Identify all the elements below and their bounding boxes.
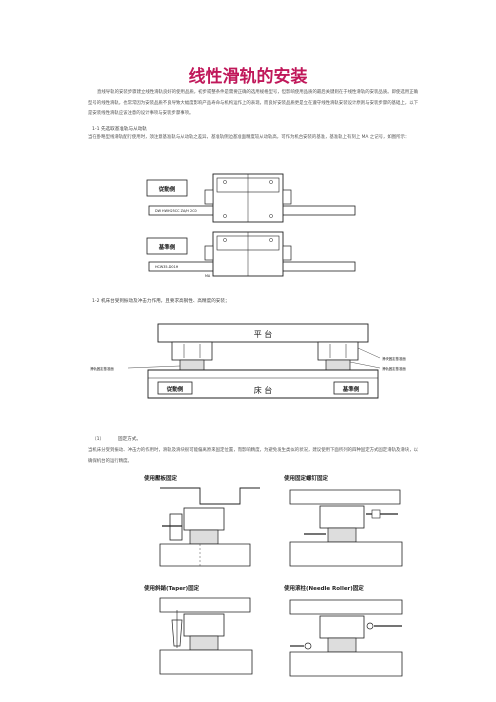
callout-block-base: 滑块固定基准面 — [382, 356, 406, 361]
driven-side-label-2: 従動側 — [166, 385, 184, 393]
callout-rail-base-left: 滑轨固定基准面 — [90, 366, 114, 371]
fixing-method-d-drawing — [289, 599, 403, 677]
section-3-heading: 固定方式。 — [118, 437, 141, 442]
bed-label: 床 台 — [254, 385, 273, 395]
section-3-number: （1） — [92, 437, 105, 442]
fixing-method-a-label: 使用壓板固定 — [143, 474, 178, 482]
section-1-text: 当在卧略型线滑轨配行使用时，须注意基准轨与从动轨之差异，基准轨侧边基准面精度较从… — [88, 135, 410, 140]
driven-label-box — [146, 179, 188, 197]
reference-side-label: 基準側 — [158, 243, 176, 251]
table-label: 平 台 — [254, 329, 273, 339]
fixing-method-a-drawing — [159, 487, 260, 567]
section-3-text: 当机床分受到振动、冲击力的作用时，滑轨及滑块很可能偏离原来固定位置，而影响精度，… — [88, 448, 418, 464]
page-title: 线性滑轨的安装 — [188, 67, 308, 87]
fixing-method-d-label: 使用滚柱(Needle Roller)固定 — [283, 584, 364, 592]
driven-rail-code: DW HWH25CC ZA/H 2C0 — [155, 209, 197, 213]
fixing-method-c-label: 使用斜銷(Taper)固定 — [143, 584, 200, 592]
section-2-heading: 1-2 机床台受到振动及冲击力作用，且要求高钢性、高精度的安装； — [92, 299, 230, 304]
callout-rail-base-right: 滑轨固定基准面 — [382, 366, 406, 371]
machine-table-figure: 平 台 床 台 従動側 基準側 滑轨固定基准面 滑轨固定基准面 滑块固定基准面 — [90, 323, 406, 399]
reference-side-label-2: 基準側 — [342, 385, 360, 393]
table-plate — [157, 323, 369, 343]
ma-mark: MA — [205, 274, 211, 278]
section-1-heading: 1-1 先选取基准轨与从动轨 — [92, 127, 147, 132]
bed-body — [147, 369, 379, 399]
intro-paragraph: 直线导轨的安装步骤建立线性滑轨良好的使用品质，初步或整条件是需要正确的选用规格型… — [88, 90, 418, 117]
fixing-methods-figure: 使用壓板固定 使用固定螺钉固定 使用斜銷(Taper)固定 使用滚柱(Needl… — [143, 474, 403, 677]
fixing-method-b-label: 使用固定螺钉固定 — [283, 474, 329, 482]
fixing-method-b-drawing — [289, 489, 403, 567]
rail-selection-figure: 従動側 DW HWH25CC ZA/H 2C0 基準側 HCW35-D01H M… — [146, 173, 356, 278]
reference-label-box — [146, 237, 188, 255]
driven-side-label: 従動側 — [158, 185, 176, 193]
reference-rail-code: HCW35-D01H — [155, 265, 179, 269]
fixing-method-c-drawing — [159, 597, 253, 675]
